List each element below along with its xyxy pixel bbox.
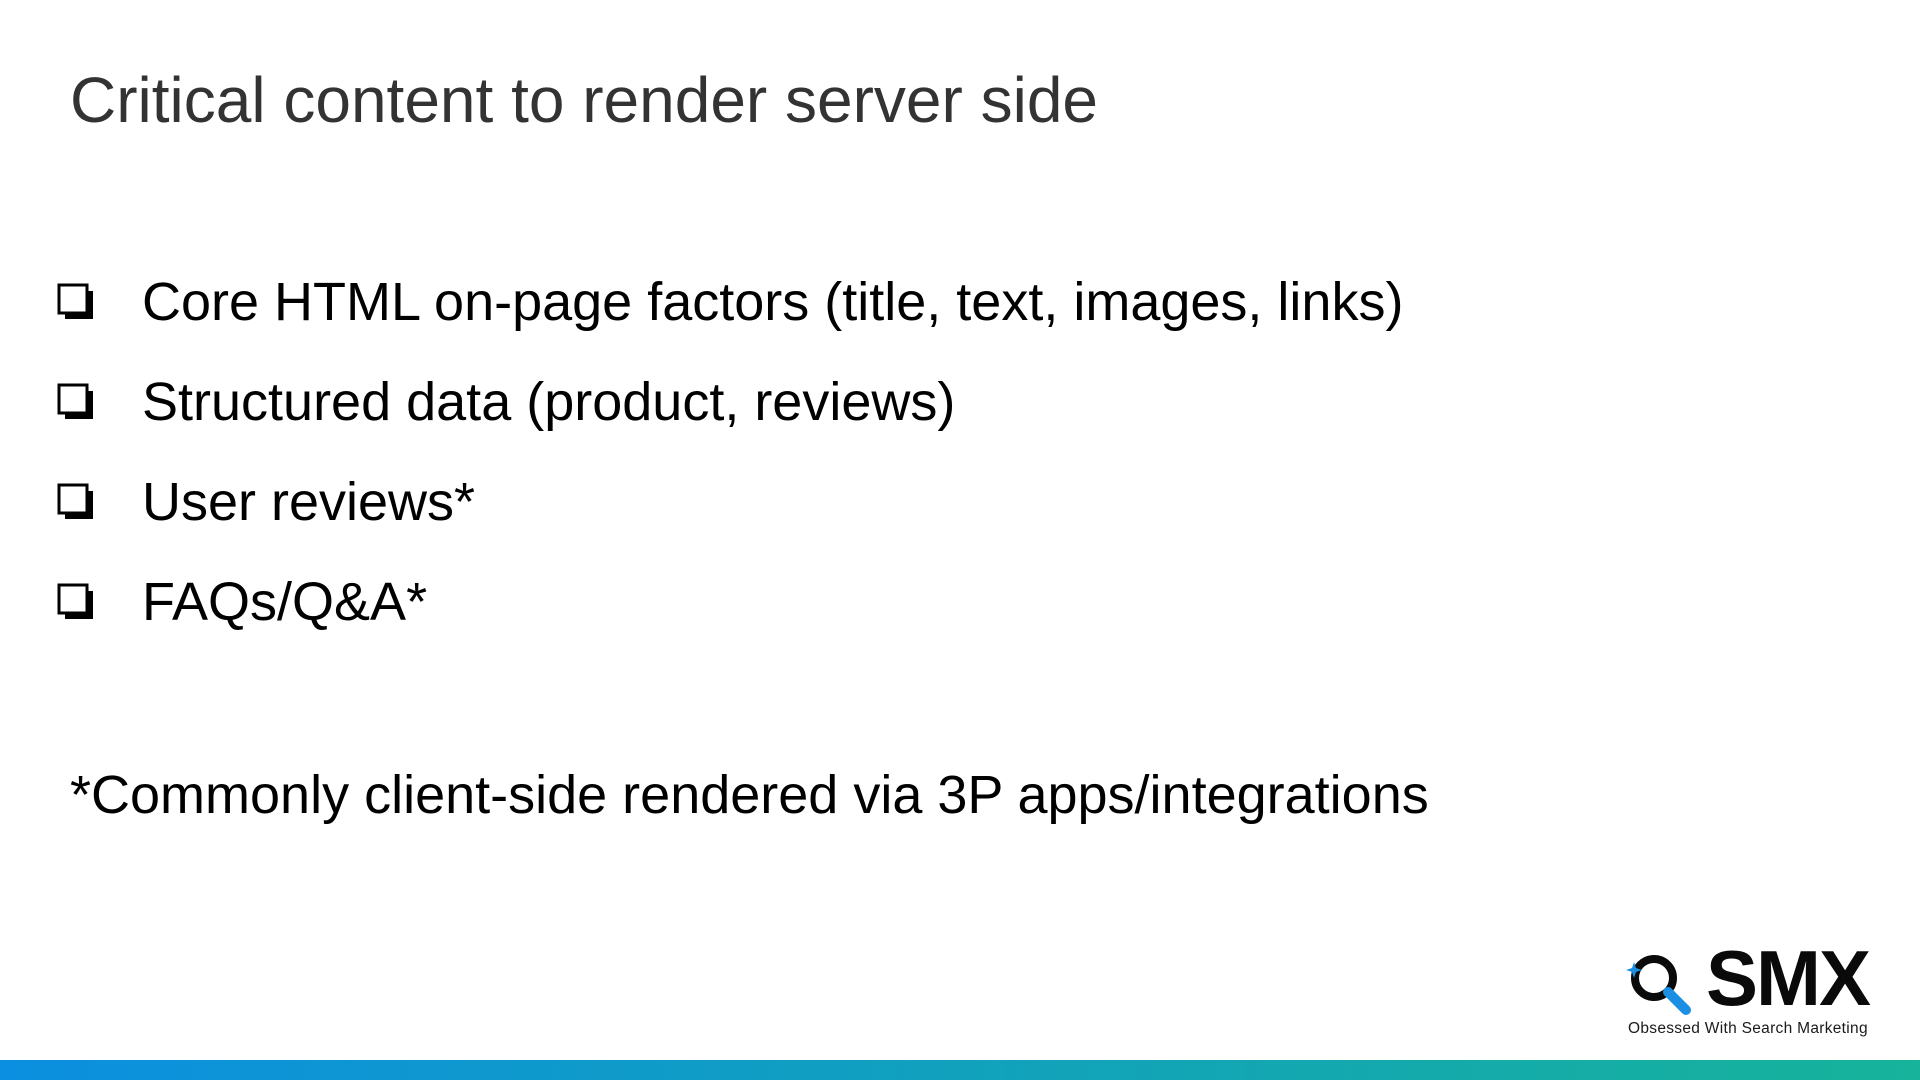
bullet-text: FAQs/Q&A* (142, 572, 428, 632)
smx-logo: SMX Obsessed With Search Marketing (1624, 938, 1894, 1040)
checkbox-icon (56, 482, 96, 522)
checkbox-icon (56, 382, 96, 422)
bullet-text: Core HTML on-page factors (title, text, … (142, 272, 1404, 332)
list-item: User reviews* (56, 452, 1403, 552)
footnote: *Commonly client-side rendered via 3P ap… (70, 765, 1429, 825)
bullet-text: Structured data (product, reviews) (142, 372, 956, 432)
logo-wordmark: SMX (1706, 934, 1871, 1022)
list-item: FAQs/Q&A* (56, 552, 1403, 652)
bullet-text: User reviews* (142, 472, 476, 532)
list-item: Core HTML on-page factors (title, text, … (56, 252, 1403, 352)
checkbox-icon (56, 582, 96, 622)
list-item: Structured data (product, reviews) (56, 352, 1403, 452)
magnifier-sparkle-icon (1624, 948, 1694, 1018)
logo-tagline: Obsessed With Search Marketing (1628, 1020, 1868, 1037)
footer-gradient-bar (0, 1060, 1920, 1080)
bullet-list: Core HTML on-page factors (title, text, … (56, 252, 1403, 652)
slide-title: Critical content to render server side (70, 64, 1098, 136)
checkbox-icon (56, 282, 96, 322)
